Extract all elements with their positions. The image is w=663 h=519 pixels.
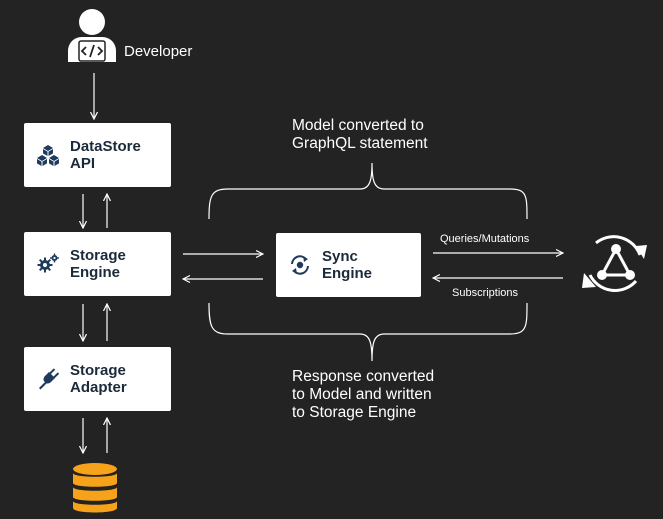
sync-icon xyxy=(288,253,312,277)
storage-engine-box: Storage Engine xyxy=(24,232,171,296)
database-icon xyxy=(72,462,118,514)
storage-engine-label: Storage Engine xyxy=(70,247,126,281)
storage-adapter-box: Storage Adapter xyxy=(24,347,171,411)
datastore-api-box: DataStore API xyxy=(24,123,171,187)
bottom-bracket xyxy=(208,302,528,362)
top-bracket xyxy=(208,162,528,220)
top-caption: Model converted to GraphQL statement xyxy=(292,117,428,152)
sync-engine-box: Sync Engine xyxy=(276,233,421,297)
sync-engine-label: Sync Engine xyxy=(322,248,373,282)
cubes-icon xyxy=(36,143,60,167)
plug-icon xyxy=(36,367,60,391)
datastore-api-label: DataStore API xyxy=(70,138,141,172)
storage-adapter-label: Storage Adapter xyxy=(70,362,127,396)
bottom-caption: Response converted to Model and written … xyxy=(292,368,435,421)
appsync-graphql-icon xyxy=(574,229,658,301)
subscriptions-label: Subscriptions xyxy=(452,287,519,299)
gears-icon xyxy=(36,252,60,276)
developer-code-icon xyxy=(66,5,118,63)
developer-label: Developer xyxy=(124,43,193,60)
queries-mutations-label: Queries/Mutations xyxy=(440,233,530,245)
